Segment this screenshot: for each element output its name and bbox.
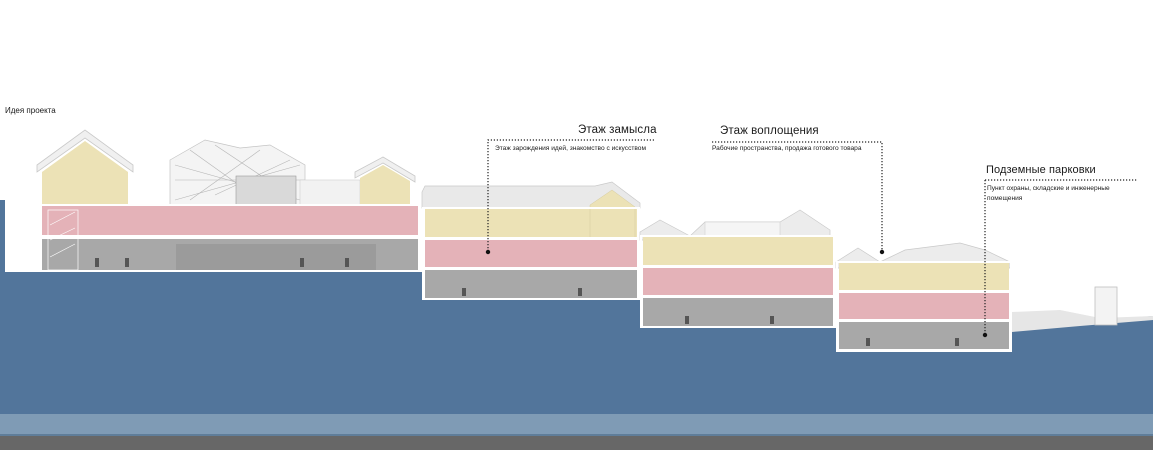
block4-pink-floor (839, 293, 1009, 320)
block3-door-1 (685, 316, 689, 324)
block1-right-attic (360, 165, 410, 205)
leader-zamysla (487, 139, 654, 252)
annotation-zamysla-title: Этаж замысла (578, 124, 657, 136)
block3-yellow-floor (643, 236, 833, 266)
block1-pink-floor (42, 205, 418, 237)
block2-pink-floor (425, 240, 637, 268)
block3-outline (640, 235, 836, 328)
block2-right-attic (589, 189, 636, 239)
block2-door-2 (578, 288, 582, 296)
block2-slab-2 (423, 267, 639, 270)
block2-outline (422, 207, 640, 300)
block1-right-roof (354, 156, 416, 183)
annotation-zamysla-subtitle: Этаж зарождения идей, знакомство с искус… (495, 145, 647, 152)
block4-yellow-floor (839, 262, 1009, 291)
block2-door-1 (462, 288, 466, 296)
block1-inner-rooms (176, 244, 376, 270)
block1-flat-part (299, 179, 361, 206)
block1-left-roof (36, 129, 134, 173)
leader-dot-voploshcheniya (879, 249, 885, 255)
block4-door-2 (955, 338, 959, 346)
ground-mass (0, 200, 1153, 420)
annotation-parking-subtitle-line2: помещения (987, 195, 1023, 202)
project-title: Идея проекта (5, 106, 56, 115)
block1-slab-1 (40, 235, 420, 239)
block1-door-2 (125, 258, 129, 267)
block4-slab-1 (837, 290, 1011, 293)
block1-glass-box (235, 175, 297, 206)
annotation-parking-title: Подземные парковки (986, 164, 1096, 176)
block3-slab-2 (641, 295, 835, 298)
leader-dot-parking (982, 332, 988, 338)
block-1 (36, 129, 421, 272)
road-line (0, 434, 1153, 436)
block-2 (421, 181, 641, 300)
block4-slab-2 (837, 319, 1011, 322)
block1-door-1 (95, 258, 99, 267)
block-3 (639, 209, 836, 328)
block2-grey-floor (425, 270, 637, 298)
leader-voploshcheniya (712, 141, 883, 252)
block2-slab-1 (423, 237, 639, 240)
block1-stairs (49, 211, 76, 258)
block4-outline (836, 261, 1012, 351)
block4-door-1 (866, 338, 870, 346)
water-band (0, 414, 1153, 436)
block3-pink-floor (643, 268, 833, 296)
block-4 (835, 242, 1012, 351)
road-band (0, 436, 1153, 450)
block3-slab-1 (641, 265, 835, 268)
terrain-right (1012, 310, 1153, 332)
annotation-voploshcheniya-subtitle: Рабочие пространства, продажа готового т… (712, 145, 862, 152)
block3-skylight-box (704, 221, 781, 237)
leader-lines (487, 139, 1138, 335)
block3-door-2 (770, 316, 774, 324)
annotation-parking-subtitle-line1: Пункт охраны, складские и инженерные (987, 185, 1110, 192)
block1-door-3 (300, 258, 304, 267)
small-structure-right (1094, 286, 1118, 326)
block3-grey-floor (643, 298, 833, 326)
block1-left-attic (42, 141, 128, 205)
block1-door-4 (345, 258, 349, 267)
annotation-voploshcheniya-title: Этаж воплощения (720, 125, 819, 137)
leader-dot-zamysla (485, 249, 491, 255)
block1-outline (39, 204, 421, 272)
